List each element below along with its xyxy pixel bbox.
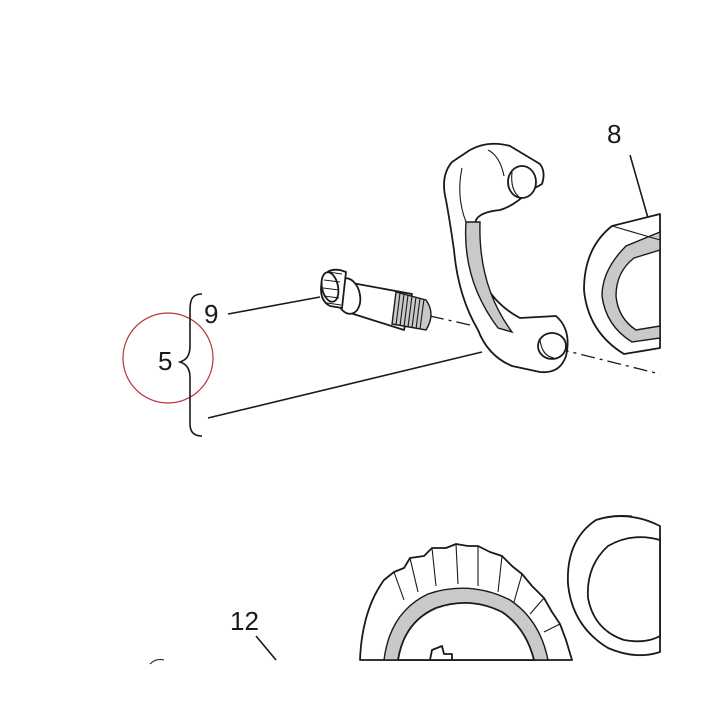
callout-9: 9: [204, 299, 218, 329]
cropped-callout-fragment: [149, 658, 165, 665]
callout-5: 5: [158, 346, 172, 376]
bearing-cap-part: [443, 142, 569, 374]
group-brace: [177, 293, 203, 437]
bolt-axis-line: [429, 315, 471, 326]
thrust-washer-part: [567, 514, 661, 657]
leader-line-8: [629, 154, 649, 219]
bearing-shell-part: [583, 213, 661, 355]
bolt-part: [320, 268, 432, 331]
highlight-circle: [122, 312, 214, 404]
leader-line-5: [207, 351, 483, 419]
callout-12: 12: [230, 606, 259, 636]
leader-line-9: [227, 296, 321, 315]
callout-8: 8: [607, 119, 621, 149]
gear-part: [359, 543, 573, 661]
leader-line-12: [255, 635, 277, 661]
cap-axis-line: [554, 347, 661, 375]
